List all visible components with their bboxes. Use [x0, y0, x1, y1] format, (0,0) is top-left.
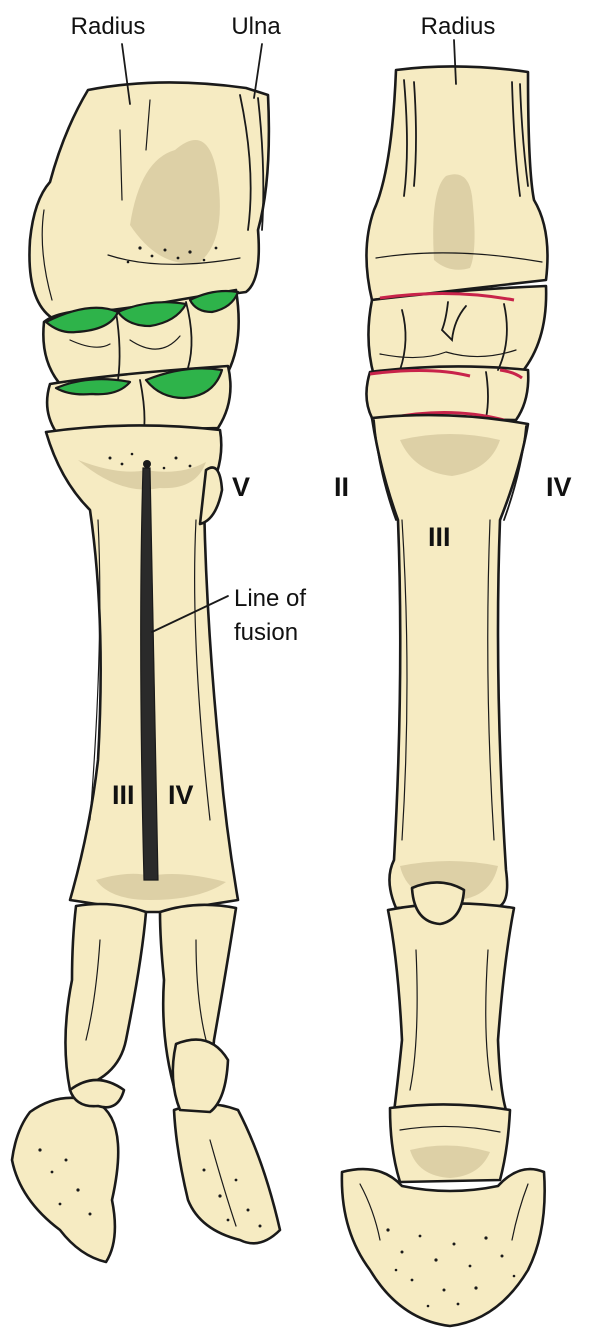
right-middle-phalanx: [390, 1104, 510, 1182]
label-line-of-fusion-2: fusion: [234, 619, 298, 646]
label-right-digit-ii: II: [334, 472, 349, 502]
label-left-digit-v: V: [232, 472, 250, 502]
left-metacarpal: [46, 425, 238, 912]
right-proximal-phalanx: [388, 882, 514, 1112]
right-metacarpal: [372, 415, 528, 908]
label-left-ulna: Ulna: [231, 13, 281, 40]
right-limb: Radius II III IV: [334, 13, 572, 1326]
label-left-digit-iv: IV: [168, 780, 194, 810]
label-line-of-fusion-1: Line of: [234, 585, 306, 612]
left-phalanges: [12, 904, 280, 1262]
right-distal-phalanx: [342, 1169, 545, 1326]
left-limb: Radius Ulna Line of fusion V III IV: [12, 13, 306, 1262]
left-carpal-bones: [43, 290, 238, 432]
leader-left-ulna: [254, 44, 262, 98]
label-right-digit-iv: IV: [546, 472, 572, 502]
label-left-radius: Radius: [71, 13, 146, 40]
right-carpal-bones: [366, 286, 546, 420]
label-right-radius: Radius: [421, 13, 496, 40]
left-radius-ulna: [29, 82, 268, 318]
right-radius: [366, 66, 547, 300]
label-right-digit-iii: III: [428, 522, 451, 552]
label-left-digit-iii: III: [112, 780, 135, 810]
